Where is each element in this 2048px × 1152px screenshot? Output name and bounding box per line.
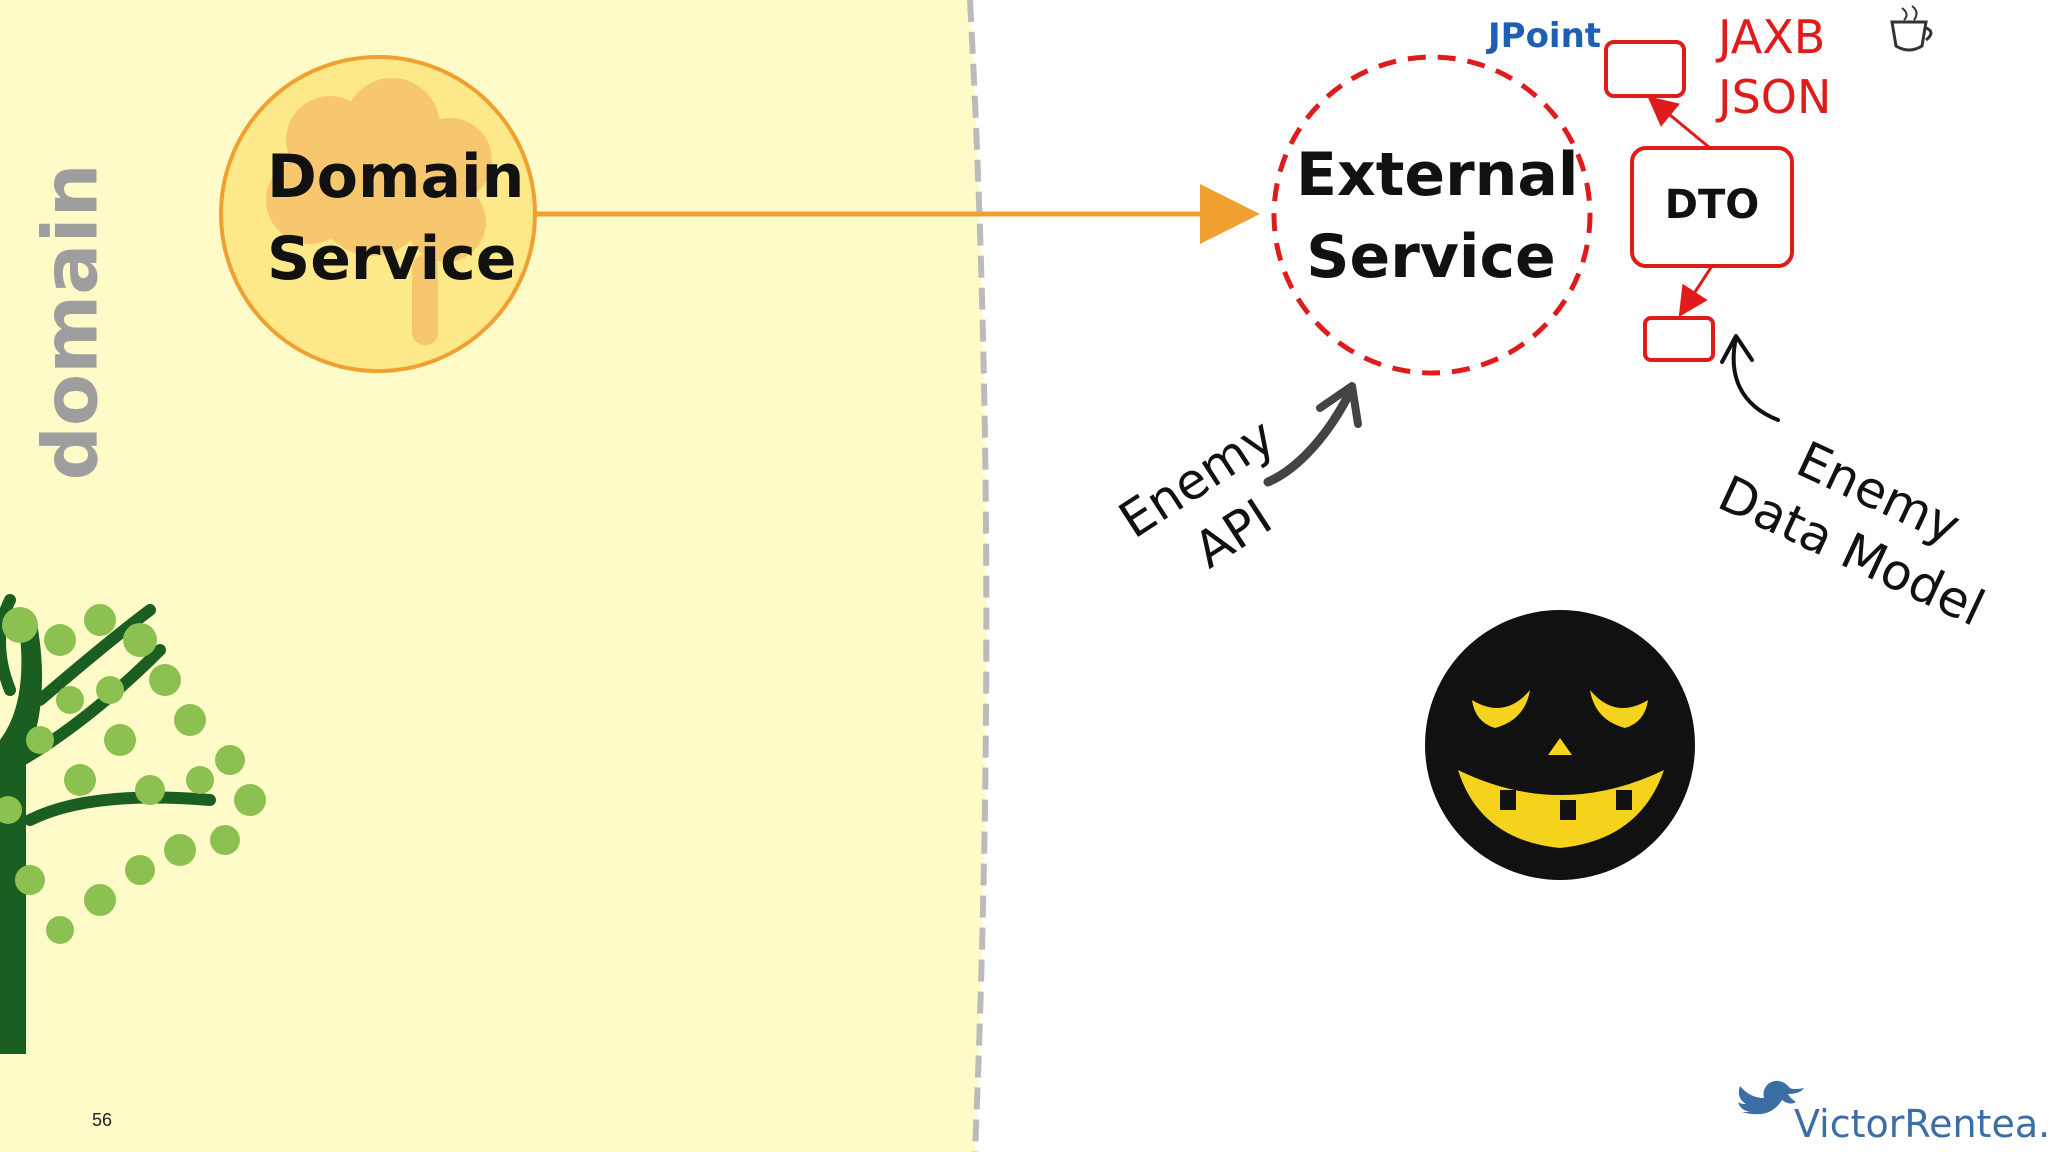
brain-icon [266,78,492,345]
enemy-data-arrow [1731,336,1780,422]
dto-diagram [1604,40,1794,362]
external-service-line2: Service [1306,222,1556,292]
format-json: JSON [1718,70,1832,124]
domain-side-label: domain [25,163,115,481]
author-link[interactable]: VictorRentea.ro [1794,1102,2048,1146]
format-jaxb: JAXB [1718,10,1826,64]
dto-label: DTO [1664,182,1760,228]
domain-service-label: Domain Service [267,136,525,300]
brand-logo-text: JPoint [1488,16,1602,56]
domain-service-line1: Domain [267,142,525,212]
pumpkin-face-icon [1425,610,1695,880]
tree-icon [0,594,266,1054]
twitter-bird-icon [1738,1080,1804,1115]
external-service-line1: External [1296,140,1579,210]
external-service-label: External Service [1296,134,1579,298]
dto-parent-box [1604,40,1686,98]
java-cup-icon [1890,5,1933,52]
slide-number: 56 [92,1110,113,1130]
dto-child-box [1643,316,1715,362]
domain-service-line2: Service [267,224,517,294]
enemy-api-arrow [1263,387,1355,487]
external-service-node [1252,45,1593,389]
domain-service-node [219,55,537,373]
domain-boundary-dashed [967,0,990,1152]
